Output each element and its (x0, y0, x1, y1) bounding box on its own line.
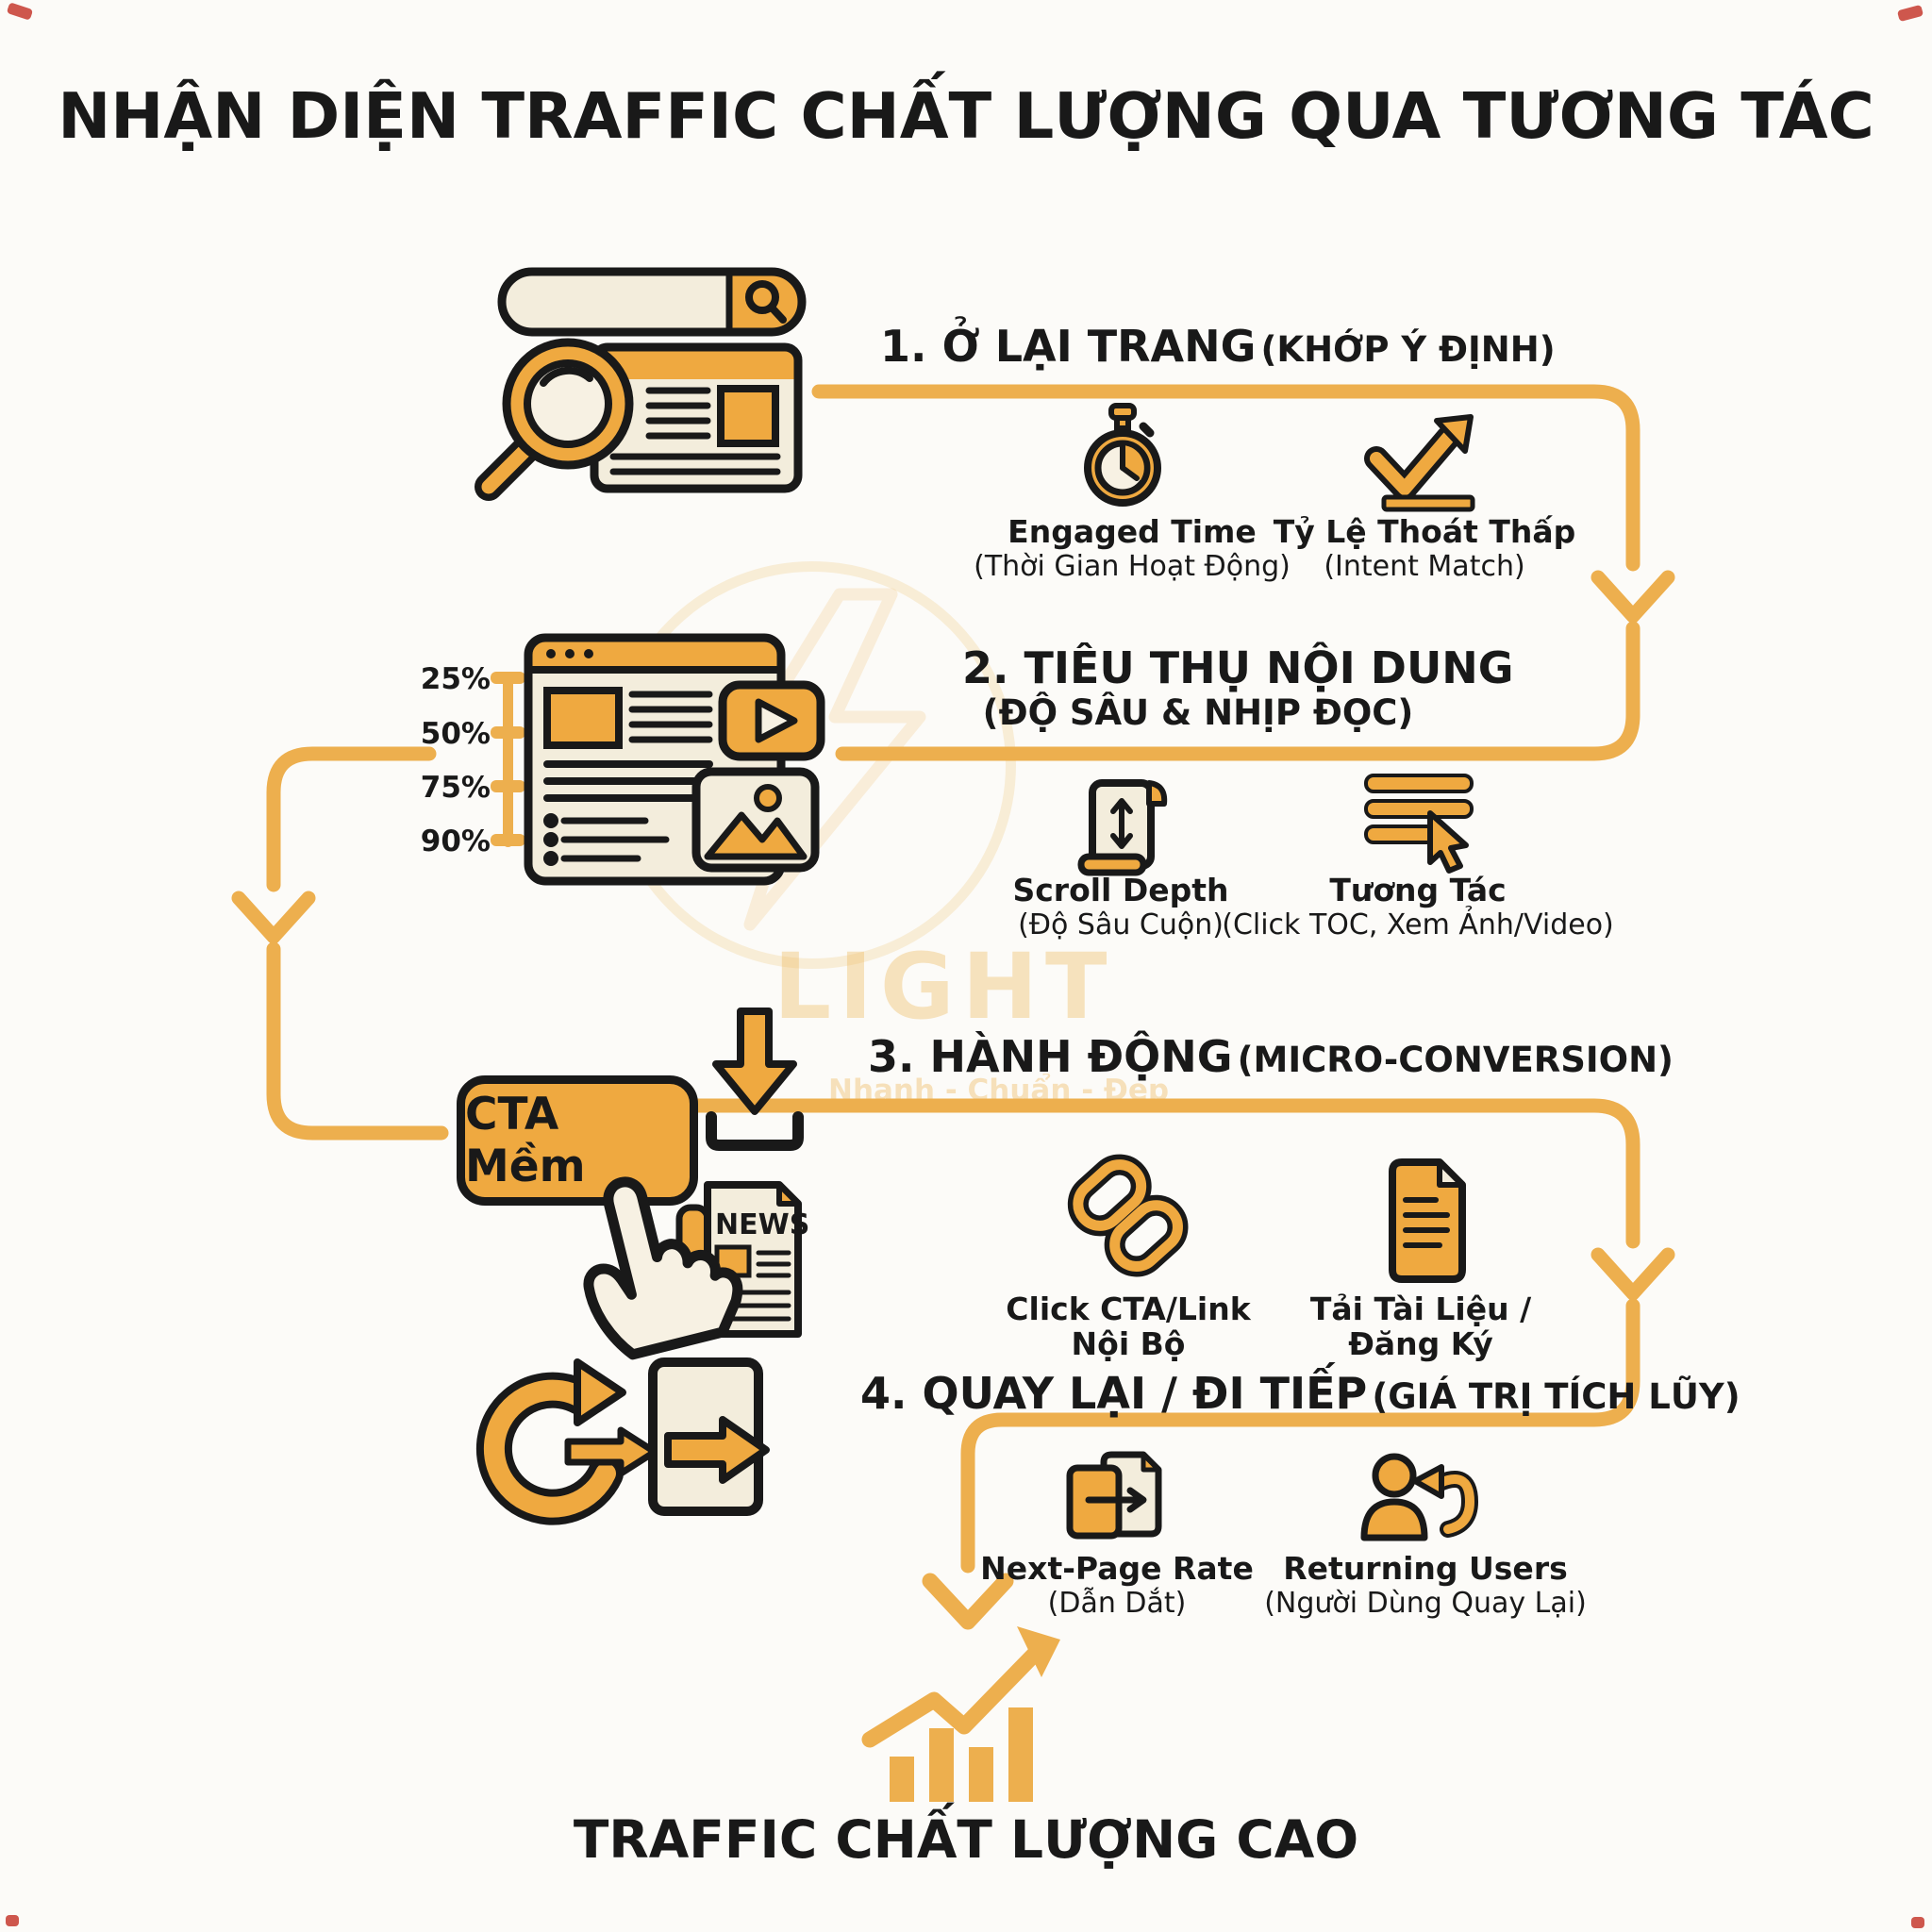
search-results-icon (475, 267, 807, 501)
link-icon (1067, 1154, 1189, 1277)
cta-soft-button: CTA Mềm (457, 1075, 698, 1206)
growth-chart-icon (861, 1626, 1060, 1802)
metric-low-bounce: Tỷ Lệ Thoát Thấp (Intent Match) (1273, 513, 1576, 583)
download-icon (706, 1008, 804, 1151)
arrow-down-icon (231, 891, 316, 944)
return-continue-icon (475, 1357, 770, 1525)
refresh-arrow-icon (574, 1358, 626, 1426)
result-caption: TRAFFIC CHẤT LƯỢNG CAO (573, 1809, 1359, 1870)
interaction-cursor-icon (1364, 774, 1474, 874)
scroll-mark-50: 50% (420, 717, 491, 751)
ruler-tick (491, 672, 525, 684)
hand-cursor-icon (583, 1176, 743, 1360)
image-thumbnail-icon (691, 767, 820, 873)
returning-user-icon (1360, 1453, 1478, 1541)
magnifier-icon (475, 338, 634, 501)
corner-artifact (1911, 1917, 1924, 1928)
ruler-tick (491, 780, 525, 792)
cursor-arrow-icon (1427, 810, 1469, 874)
scroll-icon (1077, 779, 1168, 876)
metric-click-cta: Click CTA/Link Nội Bộ (1006, 1291, 1251, 1362)
arrow-down-icon (1591, 570, 1675, 624)
trend-check-icon (1364, 414, 1475, 512)
page-title: NHẬN DIỆN TRAFFIC CHẤT LƯỢNG QUA TƯƠNG T… (58, 79, 1874, 153)
scroll-mark-25: 25% (420, 662, 491, 696)
forward-arrow-icon (664, 1416, 770, 1484)
ruler-tick (491, 726, 525, 739)
scroll-depth-ruler (503, 674, 513, 847)
metric-interaction: Tương Tác (Click TOC, Xem Ảnh/Video) (1222, 872, 1614, 941)
metric-scroll-depth: Scroll Depth (Độ Sâu Cuộn) (1012, 872, 1229, 941)
ruler-tick (491, 834, 525, 846)
scroll-mark-90: 90% (420, 824, 491, 858)
news-label: NEWS (715, 1208, 809, 1241)
up-arrow-icon (1017, 1626, 1060, 1677)
section-4-heading: 4. QUAY LẠI / ĐI TIẾP (GIÁ TRỊ TÍCH LŨY) (860, 1368, 1740, 1419)
video-play-icon (718, 680, 825, 761)
metric-engaged-time: Engaged Time (Thời Gian Hoạt Động) (974, 513, 1291, 583)
arrow-down-icon (922, 1573, 1014, 1630)
corner-artifact (6, 1915, 19, 1926)
section-3-heading: 3. HÀNH ĐỘNG (MICRO-CONVERSION) (868, 1031, 1674, 1082)
next-page-icon (1066, 1451, 1162, 1540)
section-1-heading: 1. Ở LẠI TRANG (KHỚP Ý ĐỊNH) (880, 321, 1556, 372)
metric-returning-users: Returning Users (Người Dùng Quay Lại) (1264, 1550, 1587, 1620)
watermark-brand: LIGHT (774, 934, 1115, 1040)
document-icon (1389, 1158, 1466, 1283)
stopwatch-icon (1084, 403, 1161, 507)
section-2-heading: 2. TIÊU THỤ NỘI DUNG (ĐỘ SÂU & NHỊP ĐỌC) (962, 642, 1514, 734)
content-page-icon (524, 633, 825, 886)
metric-download-signup: Tải Tài Liệu / Đăng Ký (1309, 1291, 1532, 1362)
arrow-down-icon (1591, 1247, 1675, 1301)
metric-next-page: Next-Page Rate (Dẫn Dắt) (980, 1550, 1254, 1620)
scroll-mark-75: 75% (420, 771, 491, 805)
